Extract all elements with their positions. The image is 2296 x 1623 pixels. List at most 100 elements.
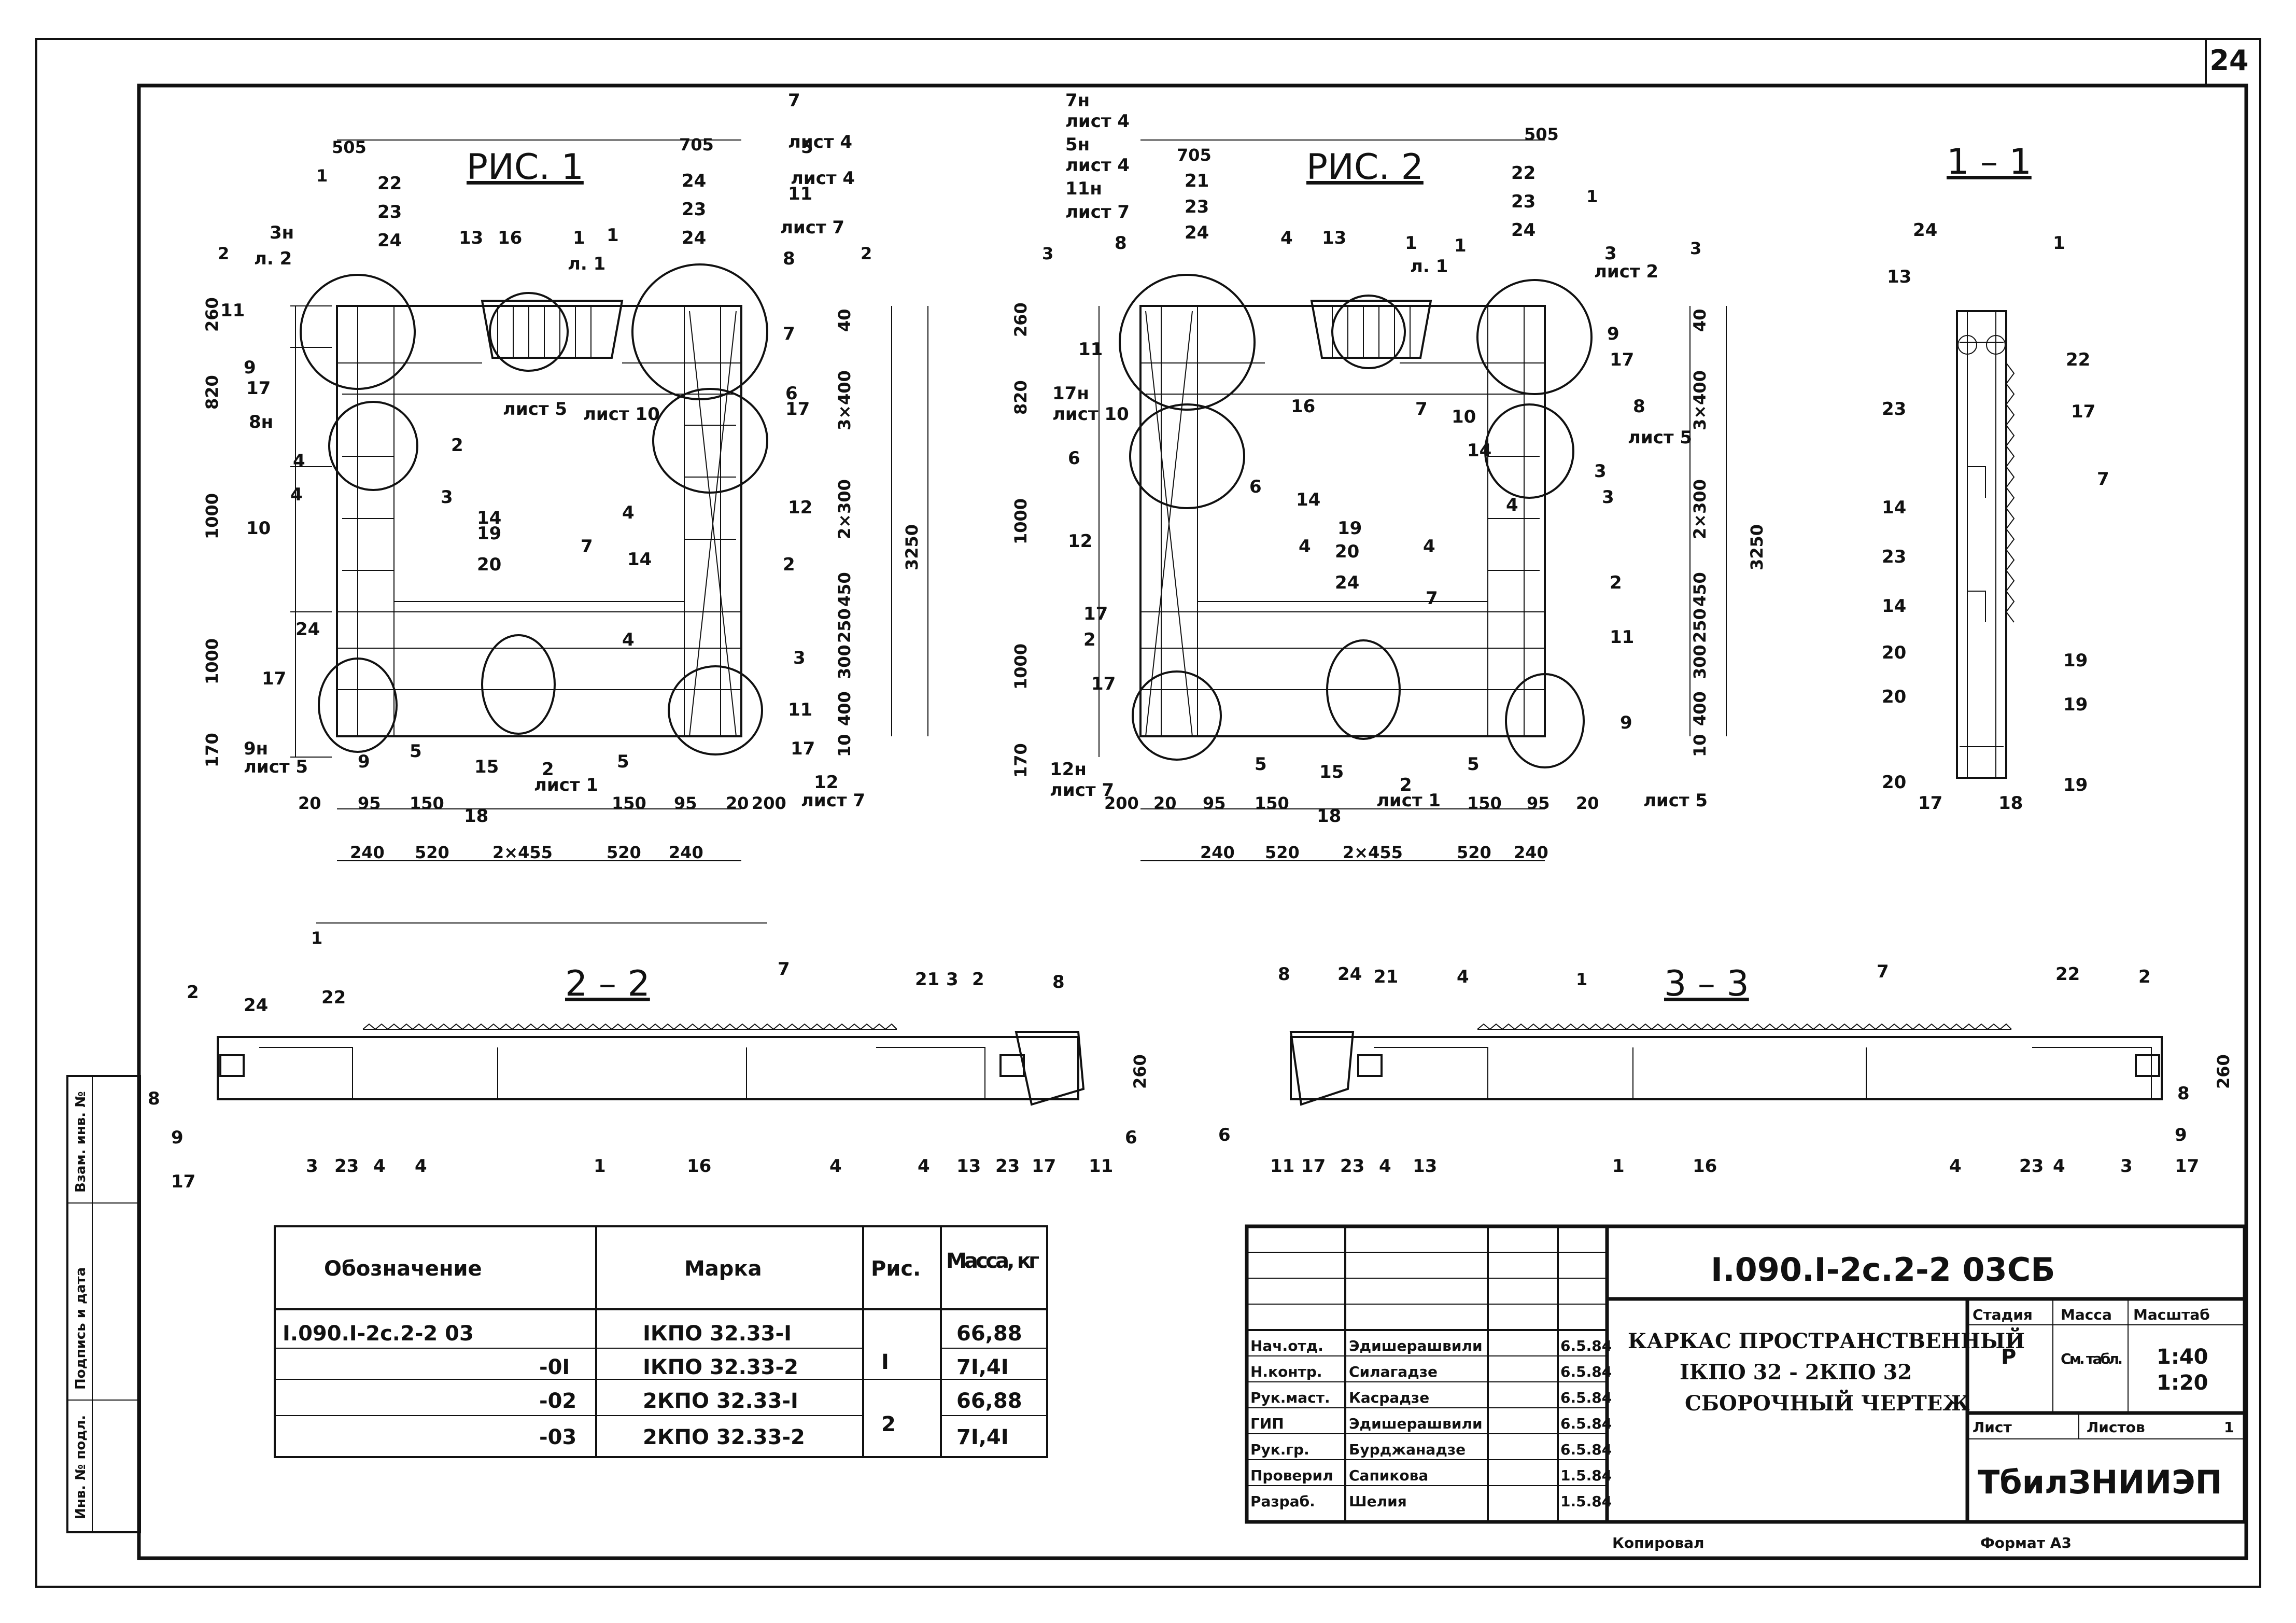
fig1-callout-26: 3: [441, 487, 453, 508]
fig1-callout-34: 10: [246, 518, 271, 539]
fig1-callout-8: лист 4: [788, 132, 852, 152]
fig1-callout-15: 9: [244, 357, 256, 378]
fig2-callout-31: 4: [1299, 536, 1311, 557]
fig2-callout-4: 11н: [1065, 178, 1102, 199]
fig2-callout-2: 5н: [1065, 134, 1090, 155]
fig1-title: РИС. 1: [467, 147, 584, 188]
s22-callout-19: 17: [1032, 1156, 1056, 1177]
signer-0-date: 6.5.84: [1560, 1337, 1612, 1354]
fig2-callout-14: 11: [1078, 339, 1103, 360]
fig1-callout-3: 16: [498, 228, 522, 248]
doc-name-line2: IКПО 32 - 2КПО 32: [1680, 1360, 1912, 1384]
s22-callout-21: 4: [918, 1156, 930, 1177]
fig2-callout-50: 5: [1467, 754, 1480, 775]
fig2-callout-41: 2: [1083, 629, 1096, 650]
s22-callout-10: 1: [594, 1156, 606, 1177]
section-1-1-title: 1 – 1: [1947, 142, 2032, 183]
signer-1-name: Силагадзе: [1349, 1363, 1438, 1380]
fig2-callout-36: 7: [1426, 588, 1438, 609]
fig2-dim-bot1-3: 150: [1255, 793, 1289, 813]
fig2-callout-18: лист 10: [1052, 404, 1129, 425]
s11-callout-14: 20: [1882, 772, 1906, 793]
fig1-stack-left-0: 22: [377, 173, 402, 194]
fig1-callout-18: лист 5: [503, 399, 567, 419]
fig2-callout-26: 14: [1467, 440, 1491, 461]
fig1-stack-left-2: 24: [377, 230, 402, 251]
s11-callout-7: 14: [1882, 497, 1906, 518]
s11-callout-9: 14: [1882, 596, 1906, 617]
s22-callout-0: 2: [187, 982, 199, 1003]
fig2-stack-right-2: 24: [1511, 220, 1536, 241]
s22-callout-17: 6: [1125, 1127, 1137, 1148]
fig1-stack-right-0: 24: [682, 171, 706, 191]
fig1-cut-1-bottom: 1: [311, 928, 322, 948]
s22-callout-18: 11: [1089, 1156, 1113, 1177]
fig2-dim-bot2-0: 240: [1200, 843, 1235, 862]
fig2-callout-21: 8: [1633, 396, 1645, 417]
fig2-callout-47: 2: [1400, 775, 1412, 795]
fig1-dim-top-1: 705: [679, 135, 714, 155]
fig2-callout-46: 15: [1319, 762, 1344, 782]
spec-row-1-mass: 7I,4I: [956, 1355, 1009, 1379]
sheets-count: 1: [2224, 1419, 2234, 1436]
spec-row-3-designation: -03: [539, 1425, 576, 1449]
fig1-callout-40: 11: [788, 699, 812, 720]
spec-row-1-mark: IКПО 32.33-2: [643, 1355, 798, 1379]
fig1-callout-46: 2: [542, 759, 554, 780]
fig2-callout-15: 9: [1607, 324, 1619, 344]
spec-header-designation: Обозначение: [324, 1257, 482, 1281]
fig1-dim-bot1-0: 20: [298, 793, 321, 813]
fig1-callout-47: лист 1: [534, 775, 598, 795]
fig1-callout-16: 17: [246, 378, 271, 399]
fig2-dim-bot2-1: 520: [1265, 843, 1300, 862]
fig1-callout-31: 4: [622, 502, 635, 523]
fig2-dim-right-3: 450: [1690, 572, 1710, 607]
s11-callout-6: 7: [2097, 469, 2109, 489]
fig1-callout-5: л. 1: [568, 254, 605, 274]
fig1-callout-20: 6: [785, 383, 798, 404]
fig2-callout-32: 19: [1337, 518, 1362, 539]
fig2-callout-48: лист 1: [1376, 790, 1441, 811]
s33-callout-11: 16: [1693, 1156, 1717, 1177]
fig2-dim-right-6: 400: [1690, 691, 1710, 726]
fig1-callout-36: 2: [783, 554, 795, 575]
s11-callout-5: 17: [2071, 401, 2095, 422]
spec-table: Обозначение Марка Рис. Масса, кг I.090.I…: [274, 1225, 1048, 1458]
inner-drawing-frame: [137, 83, 2248, 1560]
spec-header-mark: Марка: [684, 1257, 762, 1281]
s22-callout-3: 8: [148, 1088, 160, 1109]
signer-2-date: 6.5.84: [1560, 1389, 1612, 1406]
fig1-callout-33: 12: [788, 497, 812, 518]
fig2-callout-28: 4: [1506, 495, 1518, 515]
signer-1-date: 6.5.84: [1560, 1363, 1612, 1380]
s11-callout-12: 20: [1882, 687, 1906, 707]
s33-callout-17: 17: [2175, 1156, 2199, 1177]
fig2-callout-37: 3: [1602, 487, 1614, 508]
s22-callout-14: 3: [946, 969, 959, 990]
s11-callout-3: 22: [2066, 349, 2090, 370]
s33-callout-6: 17: [1301, 1156, 1326, 1177]
fig2-dim-left-0: 260: [1011, 302, 1031, 337]
s33-callout-5: 11: [1270, 1156, 1294, 1177]
fig2-callout-39: 17: [1083, 604, 1108, 624]
signer-5-name: Сапикова: [1349, 1467, 1428, 1484]
fig1-callout-50: 17: [791, 738, 815, 759]
spec-row-0-designation: I.090.I-2с.2-2 03: [283, 1322, 474, 1346]
fig1-callout-43: 9: [358, 751, 370, 772]
scale-value-1: 1:40: [2157, 1345, 2208, 1369]
fig2-cut-1-top: 1: [1586, 187, 1598, 206]
fig2-stack-right-0: 22: [1511, 163, 1536, 184]
fig2-dim-left-4: 170: [1011, 743, 1031, 778]
fig1-callout-24: 2: [451, 435, 463, 456]
s11-callout-1: 1: [2053, 233, 2065, 254]
fig2-cut-1-bottom: 1: [1576, 970, 1587, 989]
doc-name-line3: СБОРОЧНЫЙ ЧЕРТЕЖ: [1685, 1390, 1970, 1416]
fig2-dim-right-4: 250: [1690, 608, 1710, 643]
fig1-callout-38: 3: [793, 648, 806, 668]
s33-callout-12: 7: [1877, 961, 1889, 982]
stage-value: Р: [2001, 1345, 2016, 1369]
spec-header-mass: Масса, кг: [946, 1249, 1039, 1273]
fig1-callout-28: 19: [477, 523, 501, 544]
